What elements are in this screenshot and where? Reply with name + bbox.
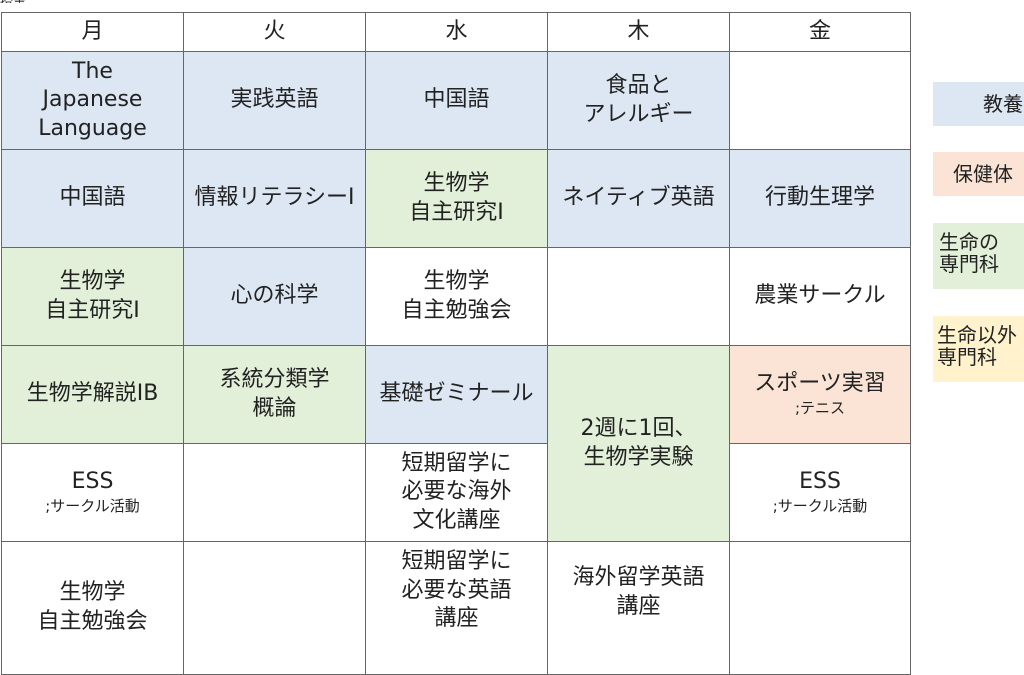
timetable: 月 火 水 木 金 The Japanese Language 実践英語 中国語… [1,12,911,675]
header-row: 月 火 水 木 金 [1,12,911,52]
empty-cell [183,443,366,542]
class-cell[interactable]: The Japanese Language [1,51,184,150]
class-cell[interactable]: 中国語 [365,51,548,150]
class-cell[interactable]: 生物学 自主勉強会 [1,541,184,675]
period-row-3: 生物学 自主研究I 心の科学 生物学 自主勉強会 農業サークル [1,247,911,346]
legend-item-life-major: 生命の 専門科 [933,223,1024,289]
period-row-1: The Japanese Language 実践英語 中国語 食品と アレルギー [1,51,911,150]
class-cell[interactable]: 心の科学 [183,247,366,346]
class-cell-merged[interactable]: 2週に1回、 生物学実験 [547,345,730,542]
class-subtitle: ;サークル活動 [772,497,868,516]
empty-cell [547,247,730,346]
class-cell[interactable]: ESS ;サークル活動 [1,443,184,542]
class-cell[interactable]: 基礎ゼミナール [365,345,548,444]
class-cell[interactable]: 生物学解説IB [1,345,184,444]
class-cell[interactable]: 短期留学に 必要な英語 講座 [365,541,548,675]
class-subtitle: ;テニス [794,399,846,418]
class-title: ESS [799,469,841,495]
legend-item-other-major: 生命以外 専門科 [933,316,1024,382]
class-cell[interactable]: 海外留学英語 講座 [547,541,730,675]
day-header-thu: 木 [547,12,730,52]
day-header-tue: 火 [183,12,366,52]
period-row-5: ESS ;サークル活動 短期留学に 必要な海外 文化講座 ESS ;サークル活動 [1,443,911,542]
empty-cell [729,51,911,150]
top-title-fragment: 授業 [0,0,26,3]
class-cell[interactable]: 生物学 自主研究I [1,247,184,346]
day-header-fri: 金 [729,12,911,52]
day-header-wed: 水 [365,12,548,52]
period-row-2: 中国語 情報リテラシーI 生物学 自主研究I ネイティブ英語 行動生理学 [1,149,911,248]
period-row-4: 生物学解説IB 系統分類学 概論 基礎ゼミナール 2週に1回、 生物学実験 スポ… [1,345,911,542]
class-cell[interactable]: スポーツ実習 ;テニス [729,345,911,444]
class-title: スポーツ実習 [754,371,886,397]
class-cell[interactable]: 食品と アレルギー [547,51,730,150]
class-cell[interactable]: 農業サークル [729,247,911,346]
class-subtitle: ;サークル活動 [45,497,140,516]
class-cell[interactable]: 生物学 自主勉強会 [365,247,548,346]
empty-cell [729,541,911,675]
legend-item-pe: 保健体 [933,152,1024,196]
class-cell[interactable]: 系統分類学 概論 [183,345,366,444]
class-cell[interactable]: 短期留学に 必要な海外 文化講座 [365,443,548,542]
legend-item-general: 教養 [933,82,1024,126]
class-cell[interactable]: 行動生理学 [729,149,911,248]
class-cell[interactable]: ESS ;サークル活動 [729,443,911,542]
class-title: ESS [71,469,114,495]
empty-cell [183,541,366,675]
class-cell[interactable]: ネイティブ英語 [547,149,730,248]
class-cell[interactable]: 実践英語 [183,51,366,150]
class-cell[interactable]: 生物学 自主研究I [365,149,548,248]
day-header-mon: 月 [1,12,184,52]
class-cell[interactable]: 中国語 [1,149,184,248]
class-cell[interactable]: 情報リテラシーI [183,149,366,248]
period-row-6: 生物学 自主勉強会 短期留学に 必要な英語 講座 海外留学英語 講座 [1,541,911,675]
